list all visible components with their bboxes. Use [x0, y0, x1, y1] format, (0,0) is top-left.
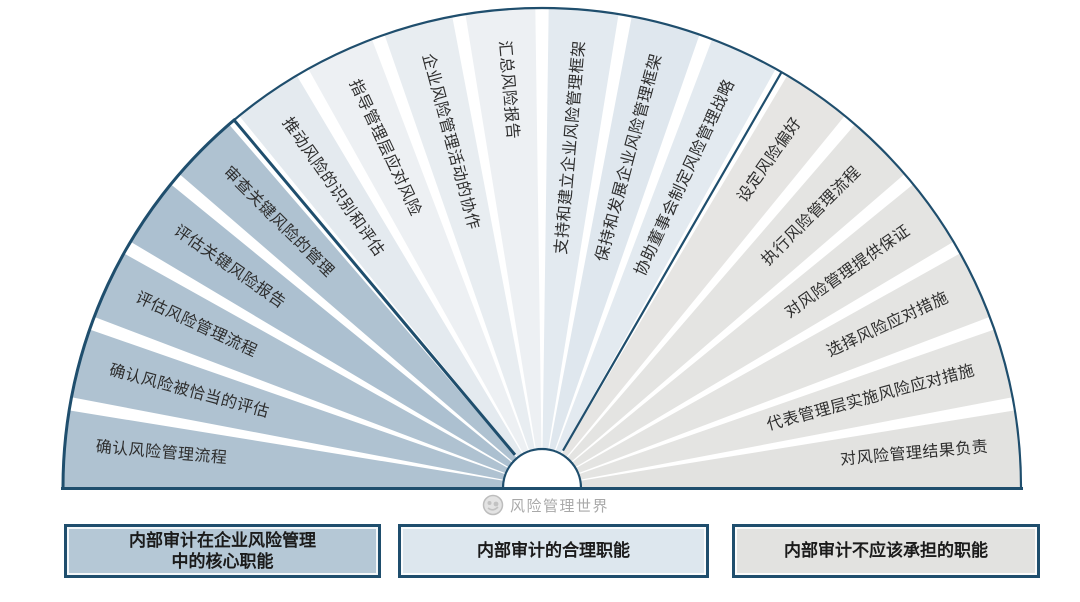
fan-segment: [566, 329, 1013, 483]
fan-segment: [562, 184, 954, 474]
fan-segment: [308, 39, 533, 465]
fan-segment: [71, 329, 518, 483]
section-divider-line: [562, 71, 783, 452]
legend-legit-label: 内部审计的合理职能: [477, 541, 630, 561]
fan-segment: [555, 75, 845, 467]
fan-center-notch: [501, 447, 583, 489]
fan-segment: [465, 8, 542, 462]
fan-segment: [551, 39, 776, 465]
fan-segment: [179, 124, 526, 471]
fan-segment: [130, 184, 522, 474]
fan-segment: [94, 253, 520, 478]
watermark-logo-icon: [482, 494, 504, 516]
fan-segment: [63, 410, 517, 487]
fan-segment: [558, 124, 905, 471]
fan-segment: [546, 16, 700, 463]
legend-core-label: 内部审计在企业风险管理 中的核心职能: [129, 530, 316, 571]
legend-box-roles-not-to-undertake: 内部审计不应该承担的职能: [732, 524, 1040, 578]
fan-segment: [542, 8, 619, 462]
watermark-label: 风险管理世界: [510, 498, 610, 515]
fan-segment: [239, 75, 529, 467]
legend-avoid-label: 内部审计不应该承担的职能: [784, 541, 988, 561]
core-section-outline: [61, 117, 517, 488]
legend-box-core-roles: 内部审计在企业风险管理 中的核心职能: [64, 524, 381, 578]
fan-segment: [564, 253, 990, 478]
watermark: 风险管理世界: [482, 494, 609, 516]
fan-segment: [384, 16, 538, 463]
legend-box-legitimate-roles: 内部审计的合理职能: [398, 524, 709, 578]
fan-segment: [567, 410, 1021, 487]
